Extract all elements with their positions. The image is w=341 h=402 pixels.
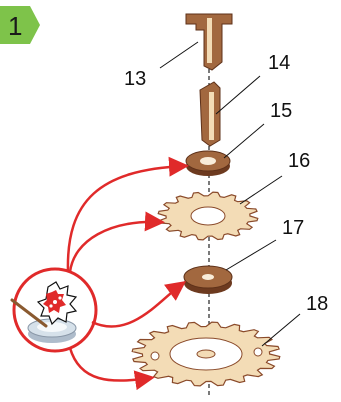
part-13 — [185, 13, 233, 71]
part-label-16: 16 — [288, 150, 311, 172]
part-16 — [157, 191, 259, 241]
part-label-14: 14 — [268, 52, 291, 74]
step-badge: 1 — [0, 6, 40, 44]
part-17 — [183, 265, 233, 294]
arrow-to-part-16 — [68, 211, 165, 273]
leader-15 — [223, 123, 265, 159]
arrow-to-part-17 — [91, 281, 187, 328]
part-18 — [131, 321, 281, 387]
arrow-to-part-15 — [66, 156, 189, 273]
leader-16 — [239, 175, 283, 205]
part-label-17: 17 — [282, 217, 305, 239]
part-15 — [185, 150, 231, 176]
arrow-to-part-18 — [68, 347, 155, 391]
step-number: 1 — [8, 11, 23, 41]
part-14 — [199, 81, 221, 147]
step-badge-shape — [0, 6, 40, 44]
leader-14 — [215, 75, 261, 115]
part-label-15: 15 — [270, 100, 293, 122]
leader-17 — [225, 239, 277, 271]
leader-18 — [261, 313, 301, 347]
leader-13 — [159, 41, 199, 69]
part-label-13: 13 — [124, 68, 147, 90]
part-label-18: 18 — [306, 293, 329, 315]
glue-dish-icon — [10, 267, 98, 353]
